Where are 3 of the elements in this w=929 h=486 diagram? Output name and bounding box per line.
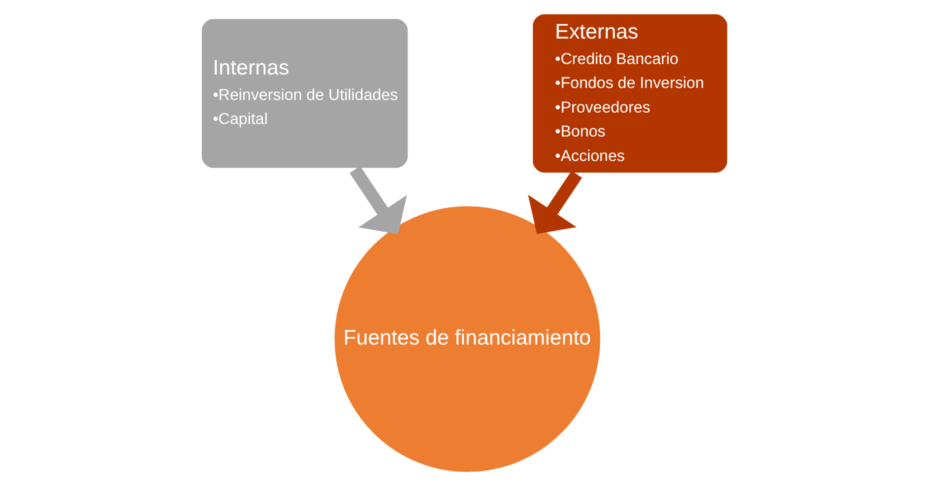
node-box: Externas •Credito Bancario •Fondos de Inversion •Proveedores •Bonos •Acciones [530, 11, 730, 176]
arrow [528, 170, 582, 234]
arrow [350, 166, 407, 234]
